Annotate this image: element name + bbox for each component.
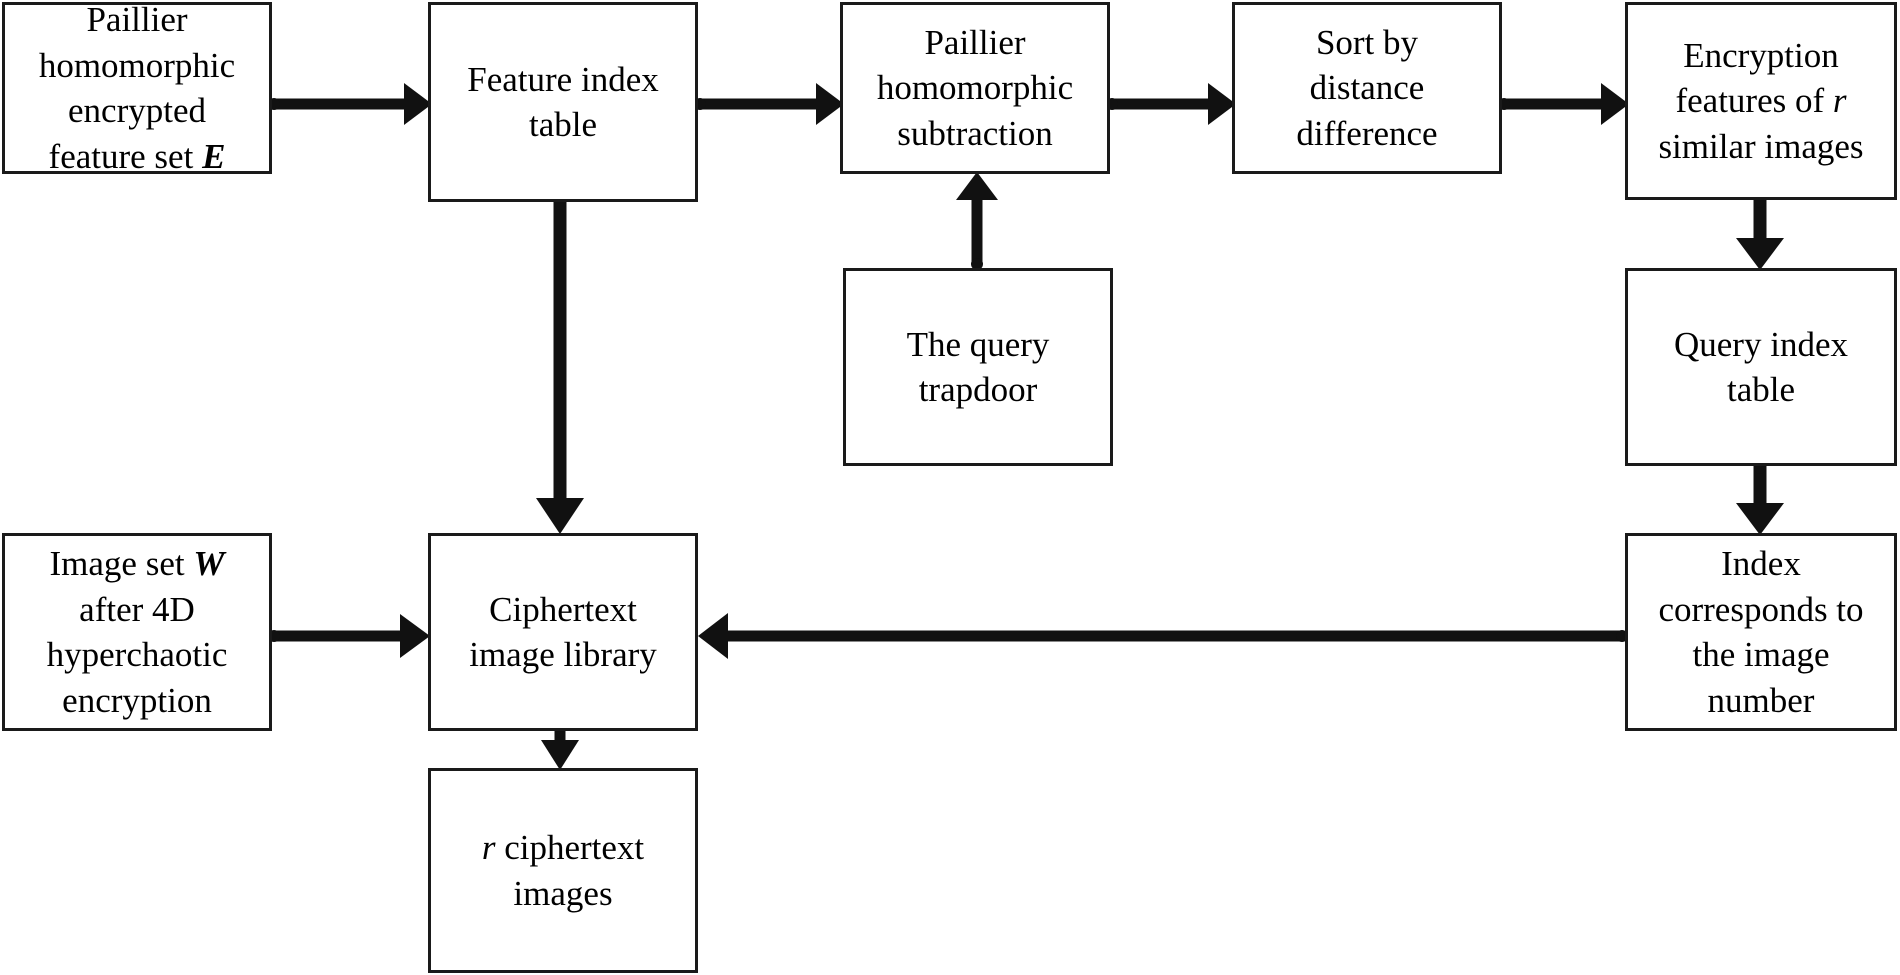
edge-sort-to-encryption-features xyxy=(1498,83,1629,125)
edge-index-table-to-subtraction xyxy=(694,83,844,125)
edge-index-number-to-ciphertext-library xyxy=(698,613,1628,659)
edge-ciphertext-library-to-r-images xyxy=(541,728,579,770)
symbol-E: E xyxy=(202,136,226,176)
edge-image-set-to-ciphertext-library xyxy=(268,614,430,658)
edge-feature-set-to-index-table xyxy=(268,83,432,125)
symbol-r: r xyxy=(1832,81,1847,121)
symbol-r: r xyxy=(481,828,496,867)
edge-subtraction-to-sort xyxy=(1106,83,1236,125)
edge-query-index-to-index-number xyxy=(1736,462,1784,535)
edge-trapdoor-to-subtraction xyxy=(956,172,998,270)
symbol-W: W xyxy=(193,544,225,583)
edge-encryption-features-to-query-index xyxy=(1736,196,1784,270)
edge-index-table-to-ciphertext-library xyxy=(536,198,584,534)
